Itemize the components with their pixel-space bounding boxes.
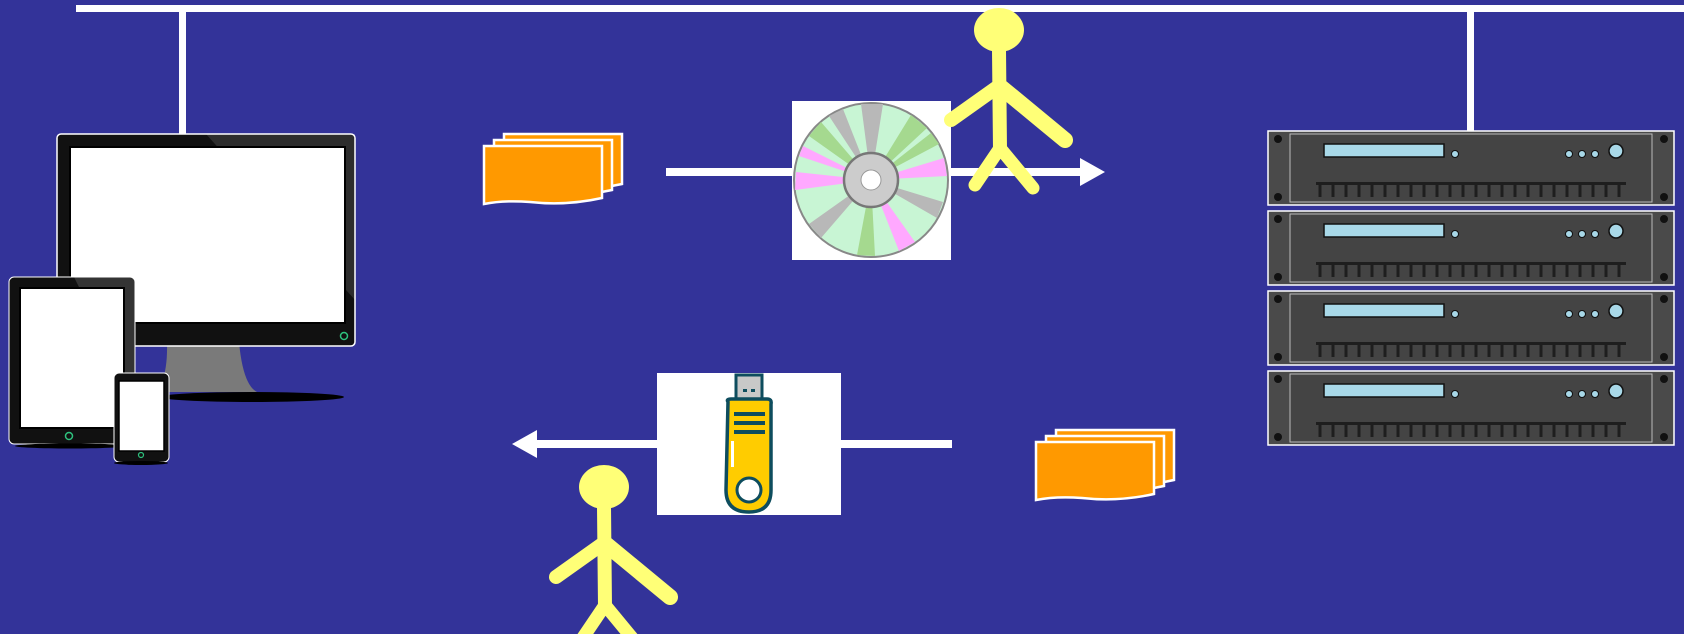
download-documents-icon xyxy=(1036,430,1174,500)
upload-documents-icon xyxy=(484,134,622,204)
download-person-icon xyxy=(556,465,670,634)
server-unit xyxy=(1268,131,1674,205)
rack-server-icon xyxy=(1268,131,1674,445)
server-unit xyxy=(1268,371,1674,445)
upload-person-icon xyxy=(951,8,1065,188)
usb-drive-icon xyxy=(657,373,841,515)
server-unit xyxy=(1268,211,1674,285)
phone-icon xyxy=(114,373,169,465)
server-unit xyxy=(1268,291,1674,365)
computer-tablet-phone-icon xyxy=(9,134,355,465)
cd-disc-icon xyxy=(792,101,951,260)
